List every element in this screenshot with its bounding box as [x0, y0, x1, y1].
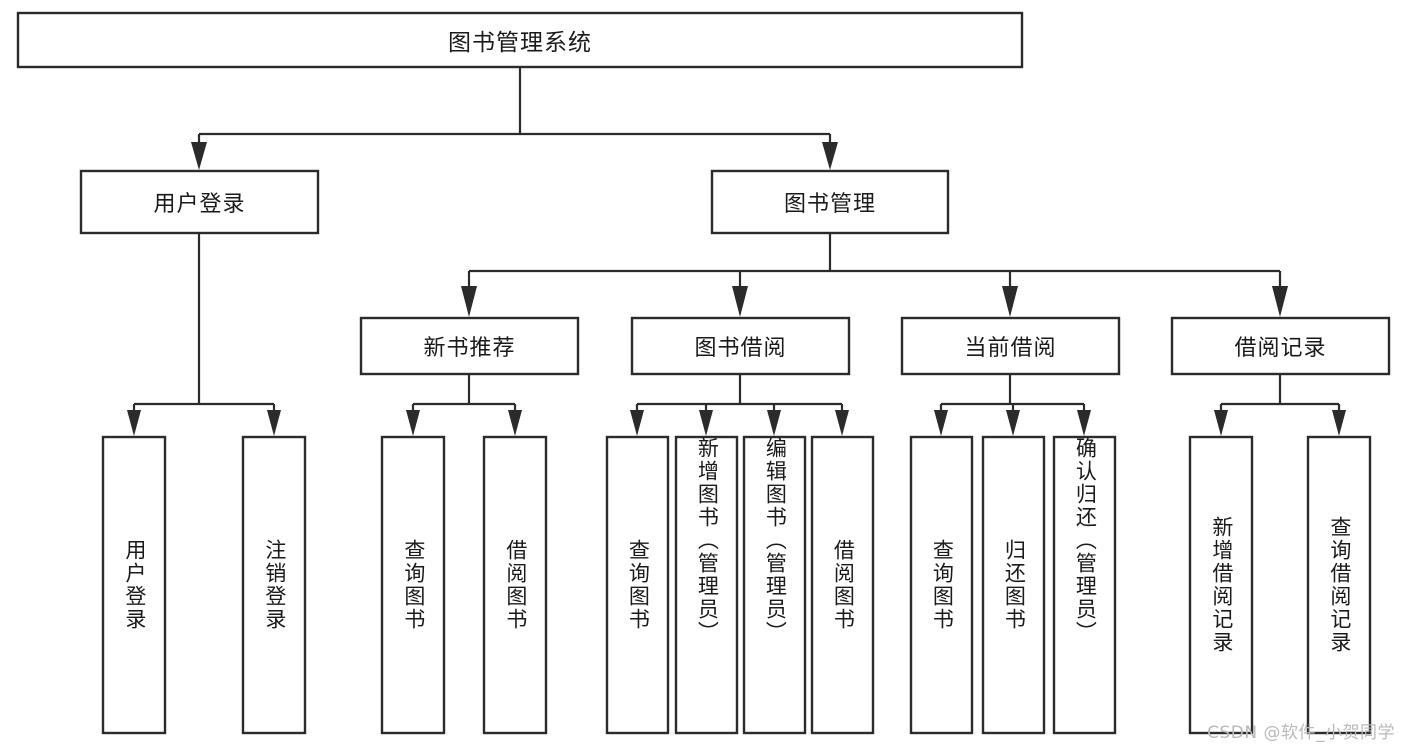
- arrow-head-user-login: [191, 142, 207, 170]
- arrow-head-leaf-query-book-3: [934, 410, 948, 436]
- node-box-leaf-query-book-2[interactable]: [605, 435, 670, 735]
- arrow-head-leaf-user-login: [127, 410, 141, 436]
- arrow-head-leaf-return-book: [1006, 410, 1020, 436]
- arrow-head-new-book-recommend: [461, 286, 477, 317]
- node-box-book-borrow[interactable]: [630, 316, 851, 376]
- arrow-head-leaf-add-book: [699, 410, 713, 436]
- arrow-head-leaf-borrow-book-2: [835, 410, 849, 436]
- node-box-new-book-recommend[interactable]: [359, 316, 580, 376]
- arrow-head-leaf-add-record: [1214, 410, 1228, 436]
- node-box-leaf-confirm-return[interactable]: [1052, 435, 1117, 735]
- arrow-head-book-management: [822, 142, 838, 170]
- node-box-user-login[interactable]: [79, 169, 320, 235]
- node-box-leaf-logout-login[interactable]: [241, 435, 307, 735]
- arrow-head-borrow-record: [1272, 286, 1288, 317]
- node-box-current-borrow[interactable]: [900, 316, 1121, 376]
- arrow-head-leaf-query-record: [1332, 410, 1346, 436]
- node-box-root[interactable]: [16, 11, 1024, 69]
- node-box-leaf-add-book[interactable]: [674, 435, 739, 735]
- node-box-leaf-query-book-3[interactable]: [909, 435, 974, 735]
- node-box-leaf-user-login[interactable]: [101, 435, 167, 735]
- arrow-head-leaf-confirm-return: [1077, 410, 1091, 436]
- arrow-head-leaf-edit-book: [767, 410, 781, 436]
- node-box-leaf-add-record[interactable]: [1188, 435, 1254, 735]
- arrow-head-leaf-query-book-1: [406, 410, 420, 436]
- node-box-leaf-query-record[interactable]: [1306, 435, 1372, 735]
- node-box-leaf-return-book[interactable]: [981, 435, 1046, 735]
- arrow-head-leaf-logout-login: [267, 410, 281, 436]
- node-box-leaf-query-book-1[interactable]: [380, 435, 446, 735]
- arrow-head-book-borrow: [732, 286, 748, 317]
- node-box-book-management[interactable]: [710, 169, 950, 235]
- arrow-head-current-borrow: [1002, 286, 1018, 317]
- node-box-leaf-edit-book[interactable]: [742, 435, 807, 735]
- arrow-head-leaf-query-book-2: [630, 410, 644, 436]
- arrow-head-leaf-borrow-book-1: [508, 410, 522, 436]
- node-box-leaf-borrow-book-1[interactable]: [482, 435, 548, 735]
- node-box-leaf-borrow-book-2[interactable]: [810, 435, 875, 735]
- node-box-borrow-record[interactable]: [1170, 316, 1391, 376]
